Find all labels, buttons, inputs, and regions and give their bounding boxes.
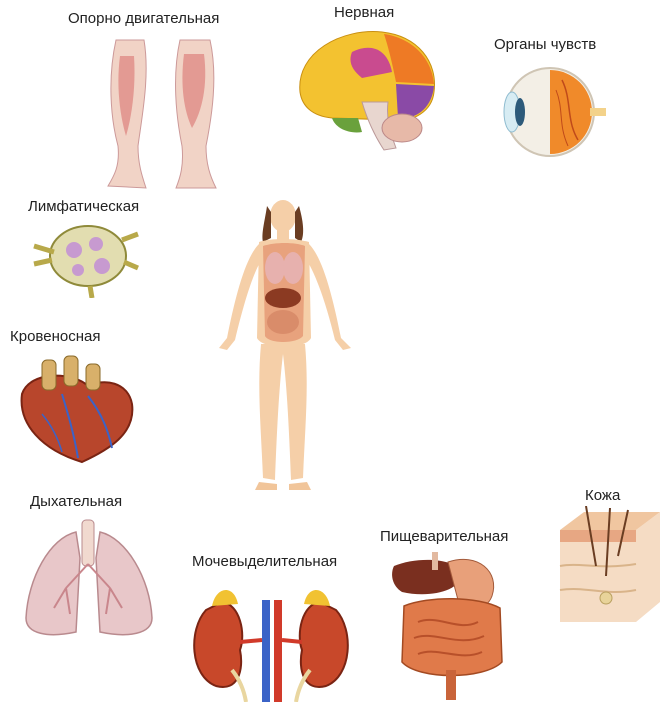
skin-illustration [556,506,664,626]
musculoskeletal-illustration [98,36,233,196]
label-nervous: Нервная [334,4,394,21]
digestive-illustration [388,552,516,702]
label-senses: Органы чувств [494,36,596,53]
urinary-illustration [186,580,356,702]
lymphatic-illustration [30,216,140,298]
label-lymphatic: Лимфатическая [28,198,139,215]
label-respiratory: Дыхательная [30,493,122,510]
label-musculoskeletal: Опорно двигательная [68,10,219,27]
label-skin: Кожа [585,487,620,504]
nervous-illustration [292,22,440,152]
circulatory-illustration [12,354,140,466]
label-urinary: Мочевыделительная [192,553,337,570]
label-circulatory: Кровеносная [10,328,100,345]
senses-illustration [492,60,607,170]
human-body-figure [205,198,365,494]
label-digestive: Пищеварительная [380,528,508,545]
respiratory-illustration [18,518,158,640]
